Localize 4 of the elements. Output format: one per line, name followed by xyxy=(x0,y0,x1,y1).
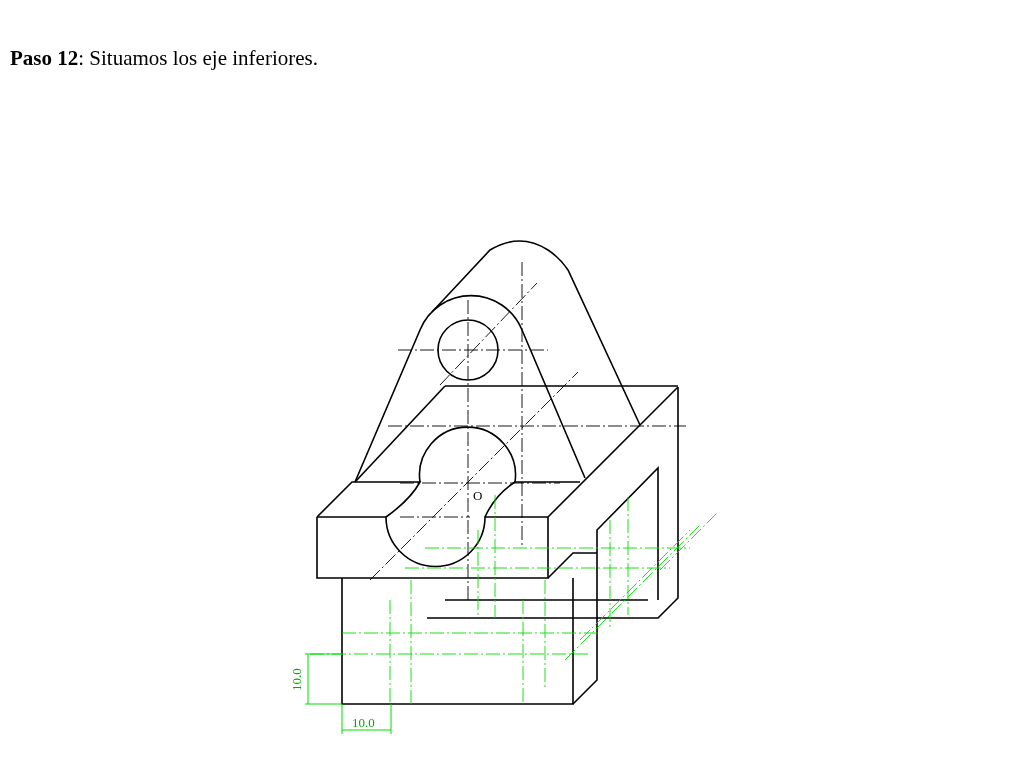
dimension-label: 10.0 xyxy=(289,668,303,691)
dimension-label: 10.0 xyxy=(352,716,375,729)
title: Paso 12: Situamos los eje inferiores. xyxy=(10,46,318,71)
point-label: O xyxy=(473,489,483,502)
